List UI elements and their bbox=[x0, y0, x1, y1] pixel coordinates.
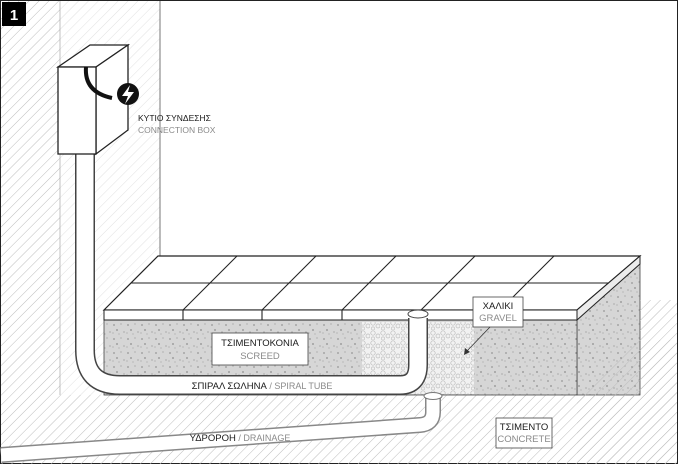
screed-label-box bbox=[211, 332, 309, 366]
spiral-tube-label: ΣΠΙΡΑΛ ΣΩΛΗΝΑ / SPIRAL TUBE bbox=[192, 381, 333, 392]
tube-opening bbox=[407, 309, 429, 319]
connection-box-label-el: ΚΥΤΙΟ ΣΥΝΔΕΣΗΣ bbox=[138, 113, 211, 123]
screed-label-en: SCREED bbox=[240, 351, 280, 362]
connection-box-label-en: CONNECTION BOX bbox=[138, 125, 216, 135]
drainage-label: ΥΔΡΟΡΟΗ / DRAINAGE bbox=[190, 433, 291, 444]
gravel-label-el: ΧΑΛΙΚΙ bbox=[483, 301, 514, 312]
step-number: 1 bbox=[10, 7, 18, 24]
connection-box bbox=[55, 43, 131, 156]
spiral-tube-label-el: ΣΠΙΡΑΛ ΣΩΛΗΝΑ bbox=[192, 381, 268, 392]
screed-label-el: ΤΣΙΜΕΝΤΟΚΟΝΙΑ bbox=[221, 338, 299, 349]
spiral-tube-label-sep: / bbox=[267, 381, 275, 391]
concrete-label-el: ΤΣΙΜΕΝΤΟ bbox=[500, 422, 548, 433]
step-badge bbox=[2, 2, 26, 26]
gravel-pointer bbox=[465, 326, 491, 353]
drainage-label-el: ΥΔΡΟΡΟΗ bbox=[190, 433, 236, 444]
gravel-label-box bbox=[472, 296, 524, 328]
concrete-right-face bbox=[577, 300, 677, 464]
concrete-label-box bbox=[495, 417, 553, 449]
drain-opening bbox=[423, 392, 443, 400]
lightning-bolt-icon bbox=[117, 83, 139, 105]
drainage-label-sep: / bbox=[236, 433, 244, 443]
gravel-label-en: GRAVEL bbox=[479, 313, 517, 324]
concrete-label-en: CONCRETE bbox=[497, 434, 550, 445]
drainage-label-en: DRAINAGE bbox=[243, 433, 290, 443]
spiral-tube-label-en: SPIRAL TUBE bbox=[274, 381, 332, 391]
